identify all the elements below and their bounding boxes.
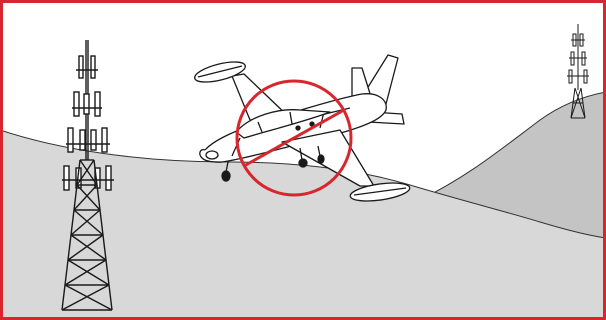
scene-svg — [0, 0, 606, 320]
illustration — [0, 0, 606, 320]
